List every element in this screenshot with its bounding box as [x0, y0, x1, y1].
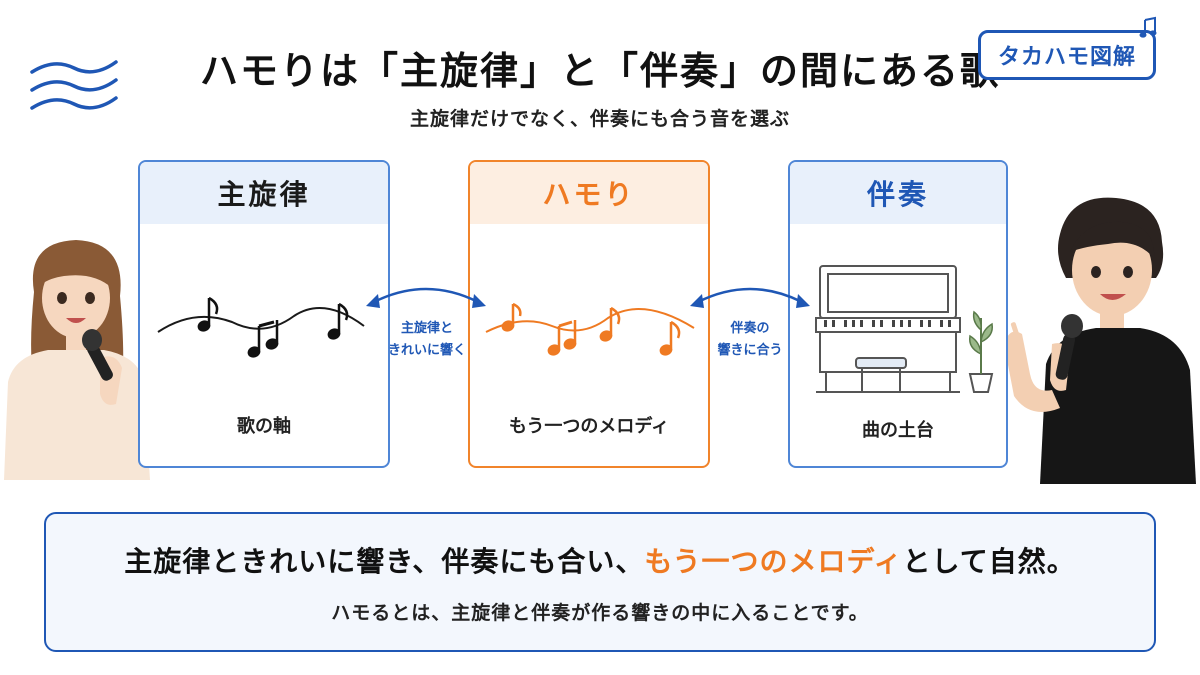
brand-badge: タカハモ図解	[978, 30, 1156, 80]
arrow-label-left-line1: 主旋律と	[400, 321, 453, 336]
panel-harmony: ハモり もう一つのメロディ	[468, 160, 710, 468]
arrow-label-left: 主旋律と きれいに響く	[372, 318, 482, 362]
arrow-label-right-line1: 伴奏の	[730, 321, 770, 336]
arrow-label-right: 伴奏の 響きに合う	[700, 318, 800, 362]
arrow-label-left-line2: きれいに響く	[387, 343, 466, 358]
panel-main-melody-title: 主旋律	[140, 162, 388, 224]
panel-harmony-caption: もう一つのメロディ	[508, 416, 670, 437]
arrow-label-right-line2: 響きに合う	[717, 343, 783, 358]
summary-main-part1: 主旋律ときれいに響き、伴奏にも合い、	[124, 545, 645, 578]
wave-lines-icon	[30, 60, 118, 110]
panel-accompaniment: 伴奏 曲の土台	[788, 160, 1008, 468]
female-singer-illustration	[4, 240, 150, 480]
male-singer-illustration	[1004, 197, 1196, 484]
double-arrow-icon	[366, 287, 486, 308]
double-arrow-icon	[690, 287, 810, 308]
stool-icon	[855, 357, 907, 392]
summary-main-part2: として自然。	[902, 545, 1076, 578]
harmony-notes-icon	[485, 302, 695, 356]
plant-icon	[968, 310, 994, 393]
panel-main-melody: 主旋律 歌の軸	[138, 160, 390, 468]
brand-label: タカハモ図解	[997, 45, 1136, 70]
page-title: ハモりは「主旋律」と「伴奏」の間にある歌	[199, 49, 1000, 93]
panel-accompaniment-caption: 曲の土台	[862, 420, 934, 441]
summary-main-highlight: もう一つのメロディ	[644, 545, 903, 578]
music-note-icon	[1139, 16, 1157, 38]
summary-box: 主旋律ときれいに響き、伴奏にも合い、もう一つのメロディとして自然。 ハモるとは、…	[44, 512, 1156, 652]
summary-main: 主旋律ときれいに響き、伴奏にも合い、もう一つのメロディとして自然。	[46, 540, 1154, 580]
summary-sub: ハモるとは、主旋律と伴奏が作る響きの中に入ることです。	[331, 602, 869, 624]
piano-icon	[815, 265, 994, 393]
panel-accompaniment-title: 伴奏	[790, 162, 1006, 224]
panel-main-melody-caption: 歌の軸	[237, 416, 291, 437]
melody-notes-icon	[157, 296, 365, 358]
panel-harmony-title: ハモり	[470, 162, 708, 224]
page-subtitle: 主旋律だけでなく、伴奏にも合う音を選ぶ	[409, 108, 790, 130]
